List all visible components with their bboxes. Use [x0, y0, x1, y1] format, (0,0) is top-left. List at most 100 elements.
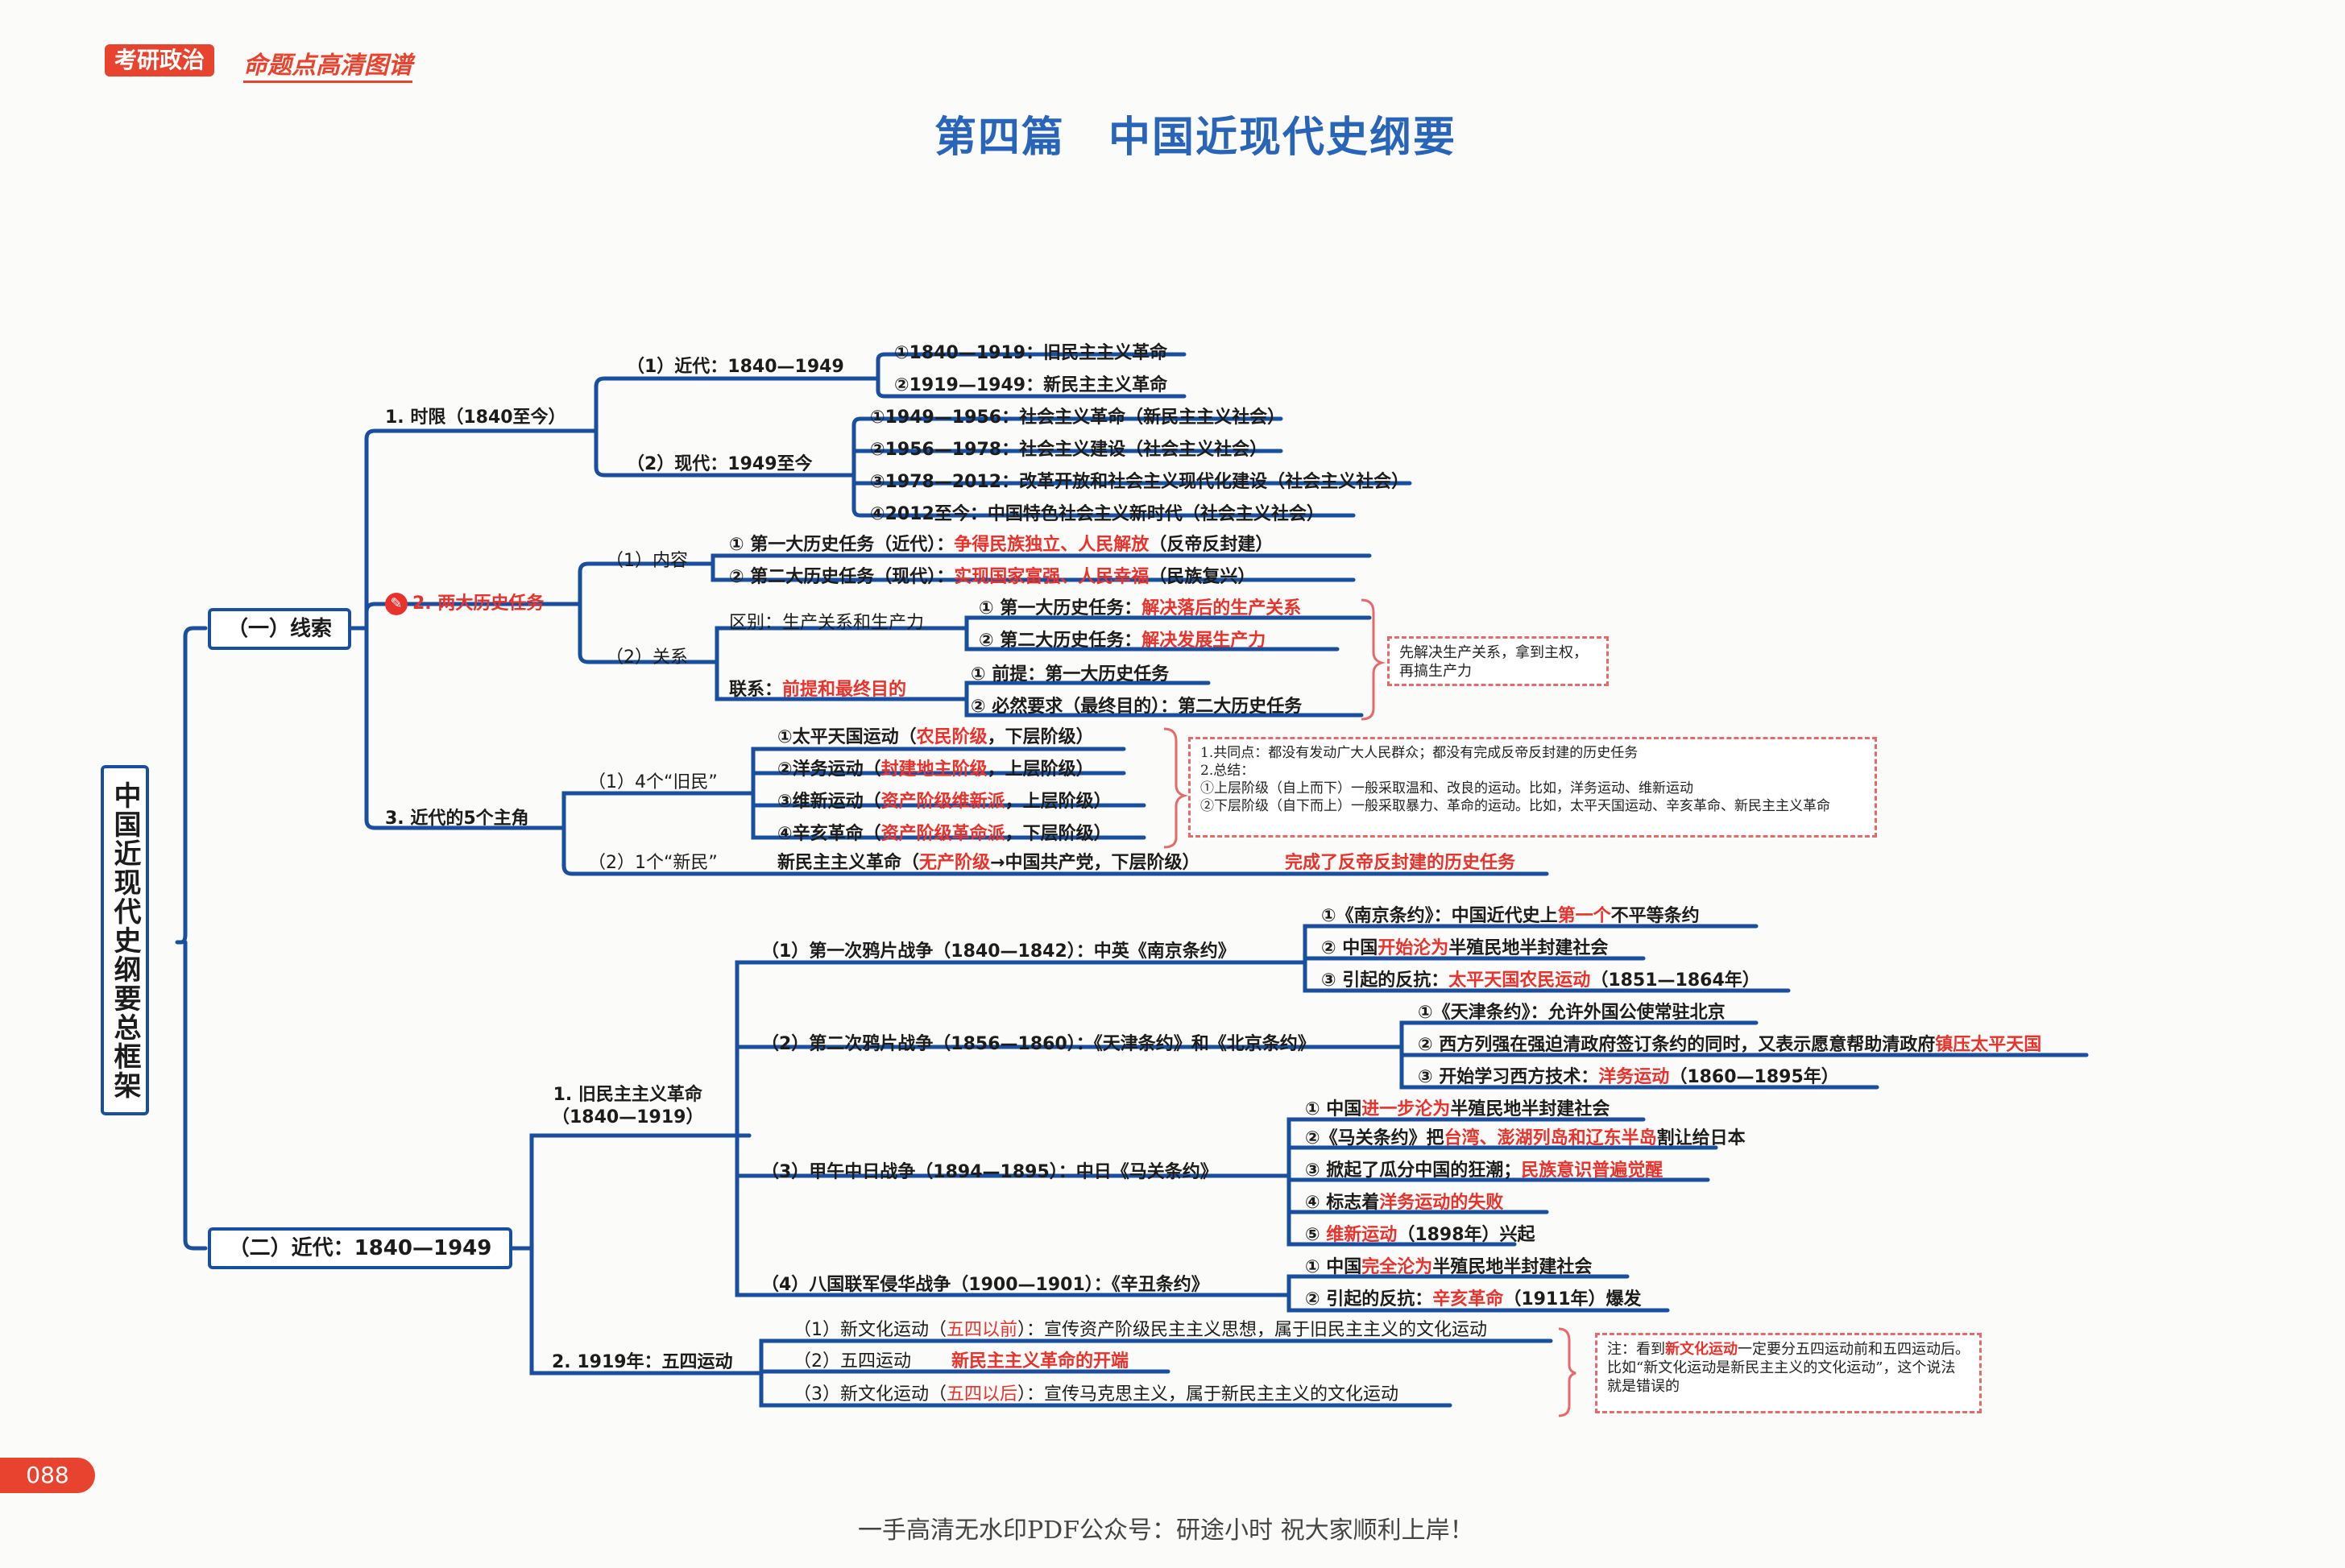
jiumin-item-3-c: ，上层阶级）	[1005, 792, 1112, 812]
renwu-content-2-b: 实现国家富强、人民幸福	[954, 567, 1150, 587]
root-box: 中国近现代史纲要总框架	[101, 765, 149, 1115]
jiumin-item-4: ④辛亥革命（资产阶级革命派，下层阶级）	[777, 823, 1112, 846]
renwu-label: 2. 两大历史任务	[412, 594, 545, 614]
jiuminzhu-label: 1. 旧民主主义革命 （1840—1919）	[552, 1084, 703, 1129]
lianxi-item-2: ② 必然要求（最终目的）：第二大历史任务	[971, 697, 1303, 717]
war1-item-2: ② 中国开始沦为半殖民地半封建社会	[1321, 937, 1608, 960]
war4-item-2-b: 辛亥革命	[1432, 1289, 1504, 1309]
header-badge-text: 考研政治	[114, 47, 205, 73]
wusi-item-1: （1）新文化运动（五四以前）：宣传资产阶级民主主义思想，属于旧民主主义的文化运动	[793, 1319, 1487, 1342]
header-subtitle: 命题点高清图谱	[243, 45, 412, 83]
war4-label: （4）八国联军侵华战争（1900—1901）：《辛丑条约》	[761, 1275, 1209, 1295]
qubie-item-1: ① 第一大历史任务：解决落后的生产关系	[979, 598, 1301, 620]
lianxi-label: 联系：前提和最终目的	[729, 679, 906, 701]
page-title: 第四篇 中国近现代史纲要	[934, 113, 1457, 162]
war3-item-1-a: ① 中国	[1305, 1099, 1362, 1119]
xiansuo-box: （一）线索	[208, 608, 351, 650]
qubie-item-1-b: 解决落后的生产关系	[1141, 598, 1302, 619]
war3-item-5-a: ⑤	[1305, 1225, 1327, 1245]
war3-item-1: ① 中国进一步沦为半殖民地半封建社会	[1305, 1098, 1610, 1121]
wusi-item-3: （3）新文化运动（五四以后）：宣传马克思主义，属于新民主主义的文化运动	[793, 1384, 1398, 1406]
renwu-content-1-b: 争得民族独立、人民解放	[954, 535, 1150, 555]
page-number-tab: 088	[0, 1458, 95, 1493]
jiumin-item-4-c: ，下层阶级）	[1005, 824, 1112, 844]
wusi-item-3-b: 五四以后	[947, 1384, 1018, 1405]
war3-item-1-b: 进一步沦为	[1361, 1099, 1451, 1119]
jindai-box: （二）近代：1840—1949	[208, 1227, 512, 1269]
war3-item-1-c: 半殖民地半封建社会	[1450, 1099, 1610, 1119]
key-point-icon: ✎	[385, 593, 408, 615]
wusi-note-a: 注：看到	[1607, 1341, 1665, 1358]
wusi-item-1-b: 五四以前	[947, 1320, 1018, 1340]
lianxi-label-b: 前提和最终目的	[782, 680, 907, 700]
jiumin-item-1-c: ，下层阶级）	[987, 727, 1094, 747]
qubie-item-2-a: ② 第二大历史任务：	[979, 631, 1142, 651]
war2-item-1: ①《天津条约》：允许外国公使常驻北京	[1418, 1003, 1726, 1023]
jindai-item-2: ②1919—1949：新民主主义革命	[894, 375, 1168, 395]
wusi-item-1-a: （1）新文化运动（	[793, 1320, 947, 1340]
jindai-item-1: ①1840—1919：旧民主主义革命	[894, 343, 1168, 363]
qubie-item-2: ② 第二大历史任务：解决发展生产力	[979, 630, 1266, 652]
war3-item-5: ⑤ 维新运动（1898年）兴起	[1305, 1224, 1535, 1247]
war1-item-2-b: 开始沦为	[1378, 938, 1449, 958]
war2-item-2-b: 镇压太平天国	[1935, 1035, 2042, 1055]
war1-item-3-c: （1851—1864年）	[1590, 970, 1760, 991]
war4-item-1-b: 完全沦为	[1361, 1257, 1433, 1277]
war3-item-2-a: ②《马关条约》把	[1305, 1128, 1444, 1148]
jiumin-item-1-a: ①太平天国运动（	[777, 727, 917, 747]
xinmin-item: 新民主主义革命（无产阶级→中国共产党，下层阶级）	[777, 852, 1199, 875]
jiumin-label: （1）4个“旧民”	[588, 772, 718, 792]
war2-item-3: ③ 开始学习西方技术：洋务运动（1860—1895年）	[1418, 1066, 1839, 1089]
page-number: 088	[26, 1462, 69, 1488]
war4-item-1-a: ① 中国	[1305, 1257, 1362, 1277]
renwu-content-2-a: ② 第二大历史任务（现代）：	[729, 567, 955, 587]
xinmin-item-a: 新民主主义革命（	[777, 853, 920, 873]
renwu-content-2-c: （民族复兴）	[1149, 567, 1256, 587]
war2-item-3-b: 洋务运动	[1598, 1067, 1670, 1087]
war1-item-2-a: ② 中国	[1321, 938, 1378, 958]
jiumin-item-1-b: 农民阶级	[916, 727, 988, 747]
xinmin-item-b: 无产阶级	[919, 853, 991, 873]
jiumin-item-2-c: ，上层阶级）	[987, 759, 1094, 780]
war3-item-5-b: 维新运动	[1326, 1225, 1398, 1245]
war1-label: （1）第一次鸦片战争（1840—1842）：中英《南京条约》	[761, 941, 1236, 962]
zhujue-note: 1.共同点：都没有发动广大人民群众；都没有完成反帝反封建的历史任务 2.总结： …	[1188, 737, 1877, 838]
footer-text: 一手高清无水印PDF公众号：研途小时 祝大家顺利上岸！	[858, 1516, 1474, 1545]
wusi-label: 2. 1919年：五四运动	[552, 1352, 733, 1372]
root-label: 中国近现代史纲要总框架	[109, 780, 141, 1100]
xiandai-item-2: ②1956—1978：社会主义建设（社会主义社会）	[870, 440, 1268, 460]
header-subtitle-text: 命题点高清图谱	[243, 52, 412, 80]
war1-item-1-c: 不平等条约	[1610, 906, 1700, 926]
jiuminzhu-label-2: （1840—1919）	[552, 1107, 704, 1127]
xinmin-result: 完成了反帝反封建的历史任务	[1285, 853, 1516, 873]
neirong-label: （1）内容	[606, 551, 688, 571]
xinmin-item-c: →中国共产党，下层阶级）	[990, 853, 1200, 873]
war1-item-3: ③ 引起的反抗：太平天国农民运动（1851—1864年）	[1321, 970, 1760, 992]
jindai-label: （二）近代：1840—1949	[228, 1236, 492, 1260]
war1-item-1: ①《南京条约》：中国近代史上第一个不平等条约	[1321, 905, 1700, 928]
war2-item-3-c: （1860—1895年）	[1669, 1067, 1839, 1087]
lianxi-label-a: 联系：	[729, 680, 783, 700]
war2-item-2: ② 西方列强在强迫清政府签订条约的同时，又表示愿意帮助清政府镇压太平天国	[1418, 1034, 2041, 1057]
jiumin-item-2: ②洋务运动（封建地主阶级，上层阶级）	[777, 759, 1094, 781]
war3-item-3-a: ③ 掀起了瓜分中国的狂潮；	[1305, 1160, 1522, 1181]
war4-item-1-c: 半殖民地半封建社会	[1432, 1257, 1593, 1277]
xiansuo-label: （一）线索	[226, 617, 332, 641]
xiandai-item-3: ③1978—2012：改革开放和社会主义现代化建设（社会主义社会）	[870, 472, 1410, 492]
xinmin-label: （2）1个“新民”	[588, 853, 718, 873]
war4-item-1: ① 中国完全沦为半殖民地半封建社会	[1305, 1256, 1592, 1279]
war4-item-2-c: （1911年）爆发	[1503, 1289, 1642, 1309]
jindai-period-label: （1）近代：1840—1949	[627, 357, 844, 377]
guanxi-label: （2）关系	[606, 647, 688, 668]
war3-item-2: ②《马关条约》把台湾、澎湖列岛和辽东半岛割让给日本	[1305, 1127, 1746, 1150]
war4-item-2-a: ② 引起的反抗：	[1305, 1289, 1433, 1309]
renwu-content-2: ② 第二大历史任务（现代）：实现国家富强、人民幸福（民族复兴）	[729, 566, 1255, 589]
jiumin-item-3: ③维新运动（资产阶级维新派，上层阶级）	[777, 791, 1112, 813]
war2-label: （2）第二次鸦片战争（1856—1860）：《天津条约》和《北京条约》	[761, 1034, 1315, 1054]
war1-item-3-a: ③ 引起的反抗：	[1321, 970, 1449, 991]
war3-item-3-b: 民族意识普遍觉醒	[1521, 1160, 1663, 1181]
war3-item-4: ④ 标志着洋务运动的失败	[1305, 1192, 1503, 1214]
wusi-item-3-a: （3）新文化运动（	[793, 1384, 947, 1405]
header-badge: 考研政治	[105, 44, 215, 77]
shixian-label: 1. 时限（1840至今）	[385, 408, 566, 428]
